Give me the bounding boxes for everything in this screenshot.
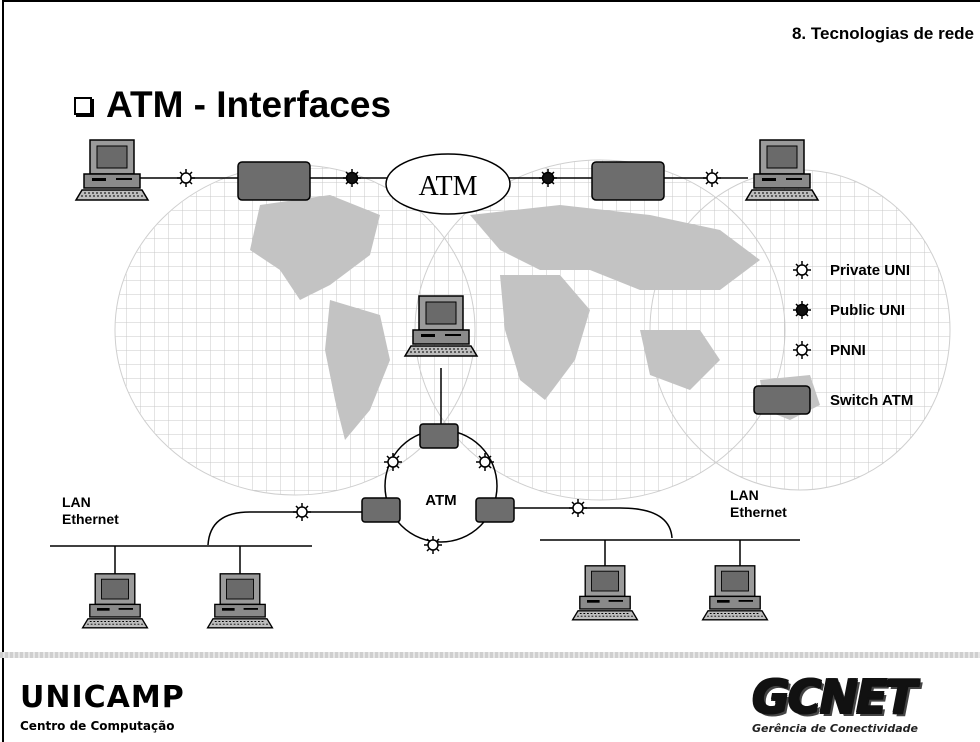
section-title: 8. Tecnologias de rede bbox=[791, 24, 974, 43]
computer-lan-left-1 bbox=[81, 573, 149, 629]
legend-public-uni: Public UNI bbox=[830, 302, 906, 319]
lan-label-left: LAN Ethernet bbox=[62, 494, 119, 528]
private-uni-marker bbox=[568, 498, 588, 518]
switch-top-right bbox=[591, 161, 665, 201]
computer-lan-right-1 bbox=[571, 565, 639, 621]
atm-ring-label: ATM bbox=[425, 492, 456, 509]
lan-label-right: LAN Ethernet bbox=[730, 487, 787, 521]
private-uni-marker bbox=[702, 168, 722, 188]
lan-right-line2: Ethernet bbox=[730, 504, 787, 520]
private-uni-marker bbox=[292, 502, 312, 522]
footer-divider bbox=[0, 652, 980, 658]
slide-title: ATM - Interfaces bbox=[106, 84, 392, 125]
slide-heading: ATM - Interfaces bbox=[74, 84, 391, 126]
atm-cloud bbox=[385, 153, 511, 215]
bullet-icon bbox=[74, 97, 92, 115]
pnni-marker bbox=[423, 535, 443, 555]
gcnet-subtitle: Gerência de Conectividade bbox=[752, 722, 918, 735]
unicamp-logo: UNICAMP bbox=[20, 680, 185, 715]
gcnet-logo: GCNET bbox=[752, 670, 917, 724]
unicamp-subtitle: Centro de Computação bbox=[20, 719, 175, 733]
switch-atm-icon bbox=[753, 385, 811, 415]
legend-pnni: PNNI bbox=[830, 342, 866, 359]
switch-ring-top bbox=[419, 423, 459, 449]
computer-top-left bbox=[75, 139, 149, 201]
computer-lan-left-2 bbox=[206, 573, 274, 629]
lan-left-line1: LAN bbox=[62, 494, 91, 510]
lan-right-line1: LAN bbox=[730, 487, 759, 503]
lan-left-line2: Ethernet bbox=[62, 511, 119, 527]
lan-links bbox=[50, 507, 800, 578]
computer-lan-right-2 bbox=[701, 565, 769, 621]
private-uni-marker bbox=[176, 168, 196, 188]
switch-top-left bbox=[237, 161, 311, 201]
legend-switch-atm: Switch ATM bbox=[830, 392, 914, 409]
world-map bbox=[114, 159, 951, 501]
atm-cloud-label: ATM bbox=[418, 171, 477, 202]
switch-ring-right bbox=[475, 497, 515, 523]
switch-ring-left bbox=[361, 497, 401, 523]
legend-private-uni: Private UNI bbox=[830, 262, 911, 279]
